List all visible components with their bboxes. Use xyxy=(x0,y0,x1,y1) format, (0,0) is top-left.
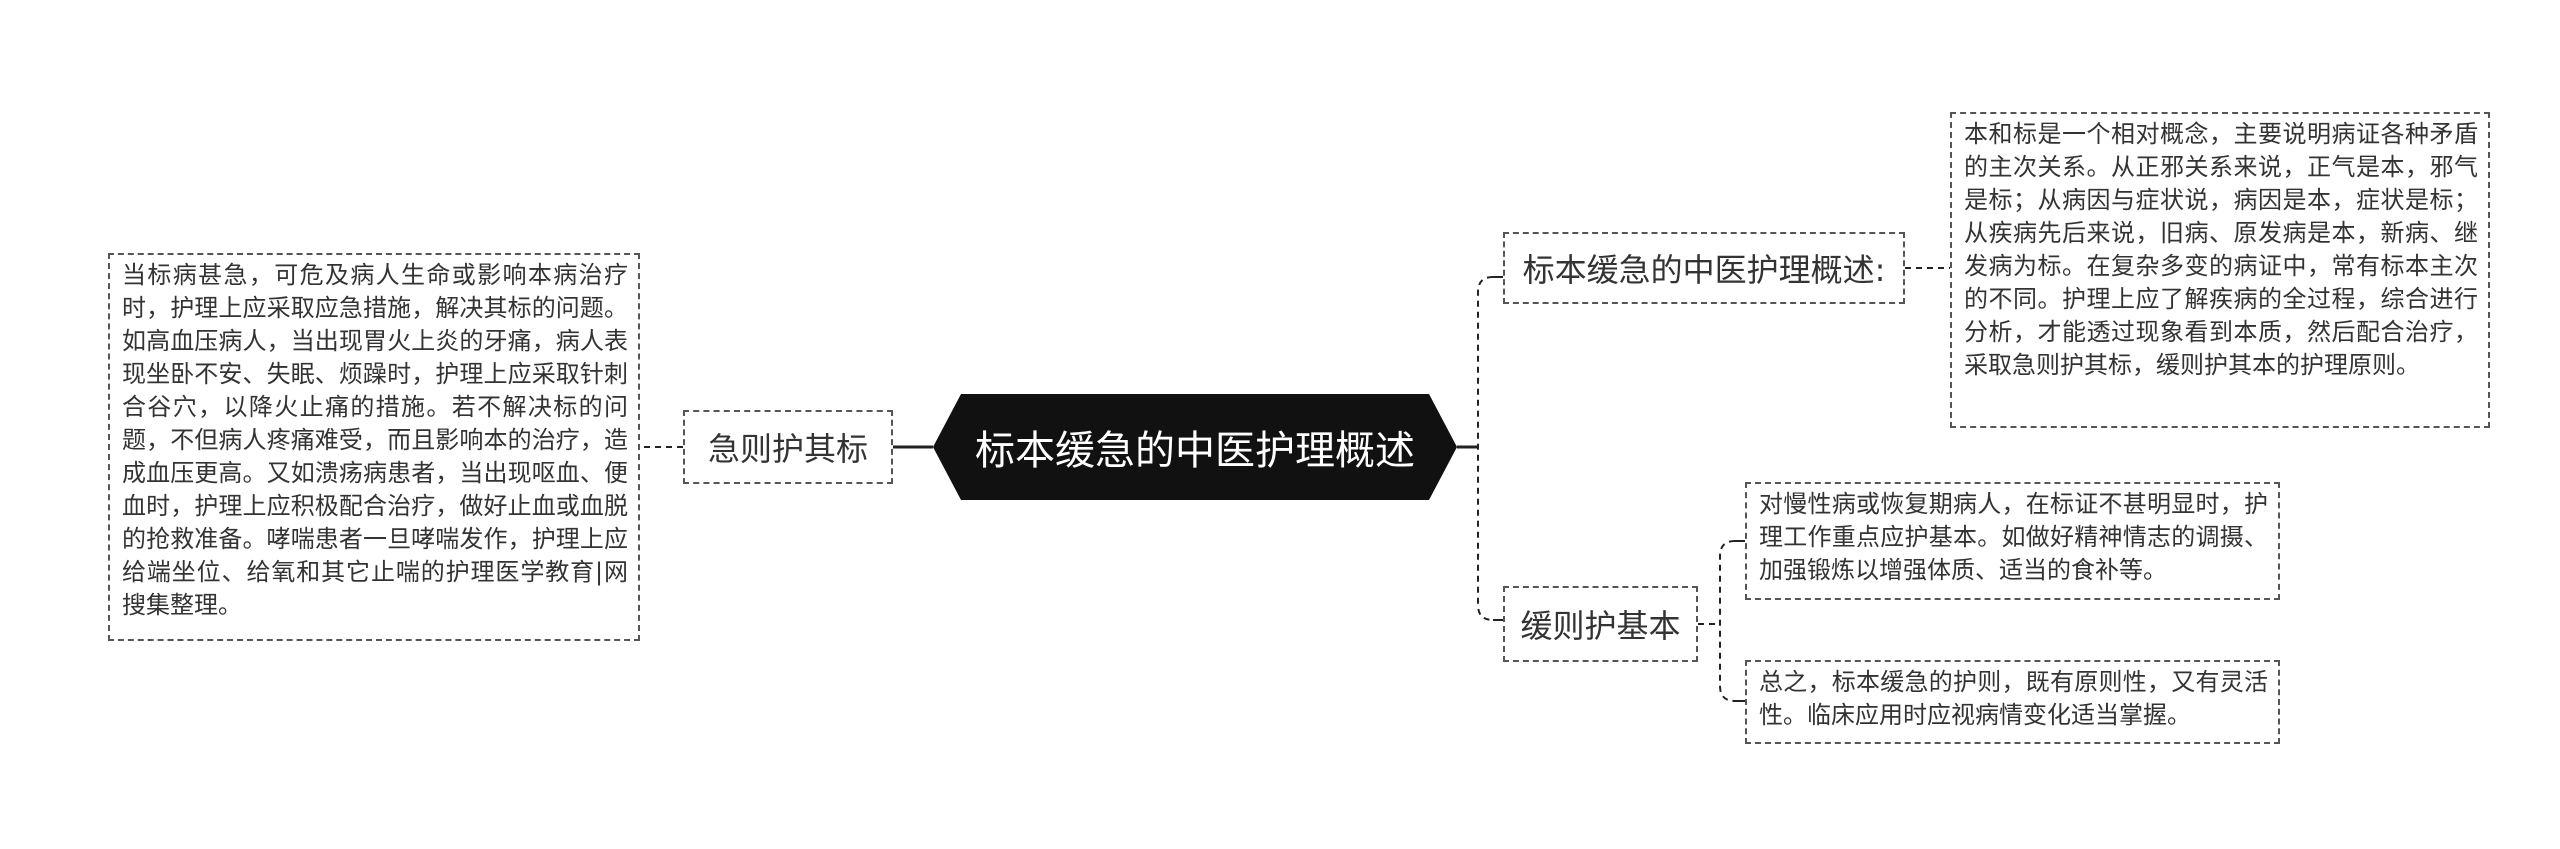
detail-urgent-treat-symptom[interactable]: 当标病甚急，可危及病人生命或影响本病治疗时，护理上应采取应急措施，解决其标的问题… xyxy=(108,253,640,641)
root-topic-label: 标本缓急的中医护理概述 xyxy=(975,428,1415,474)
root-topic-shape xyxy=(933,394,1457,500)
branch-urgent-treat-symptom[interactable]: 急则护其标 xyxy=(683,410,893,484)
detail-slow-summary-text: 总之，标本缓急的护则，既有原则性，又有灵活性。临床应用时应视病情变化适当掌握。 xyxy=(1759,668,2268,729)
root-topic[interactable]: 标本缓急的中医护理概述 xyxy=(933,394,1457,500)
branch-slow-treat-root[interactable]: 缓则护基本 xyxy=(1503,586,1698,662)
branch-overview[interactable]: 标本缓急的中医护理概述: xyxy=(1503,232,1905,304)
branch-urgent-label: 急则护其标 xyxy=(707,430,868,468)
detail-slow-summary[interactable]: 总之，标本缓急的护则，既有原则性，又有灵活性。临床应用时应视病情变化适当掌握。 xyxy=(1745,660,2280,744)
branch-overview-label: 标本缓急的中医护理概述: xyxy=(1522,251,1886,289)
branch-slow-label: 缓则护基本 xyxy=(1520,607,1681,645)
detail-overview[interactable]: 本和标是一个相对概念，主要说明病证各种矛盾的主次关系。从正邪关系来说，正气是本，… xyxy=(1950,112,2490,428)
detail-overview-text: 本和标是一个相对概念，主要说明病证各种矛盾的主次关系。从正邪关系来说，正气是本，… xyxy=(1964,120,2478,379)
detail-slow-chronic-text: 对慢性病或恢复期病人，在标证不甚明显时，护理工作重点应护基本。如做好精神情志的调… xyxy=(1759,490,2268,584)
detail-urgent-text: 当标病甚急，可危及病人生命或影响本病治疗时，护理上应采取应急措施，解决其标的问题… xyxy=(122,261,628,619)
detail-slow-chronic[interactable]: 对慢性病或恢复期病人，在标证不甚明显时，护理工作重点应护基本。如做好精神情志的调… xyxy=(1745,482,2280,600)
